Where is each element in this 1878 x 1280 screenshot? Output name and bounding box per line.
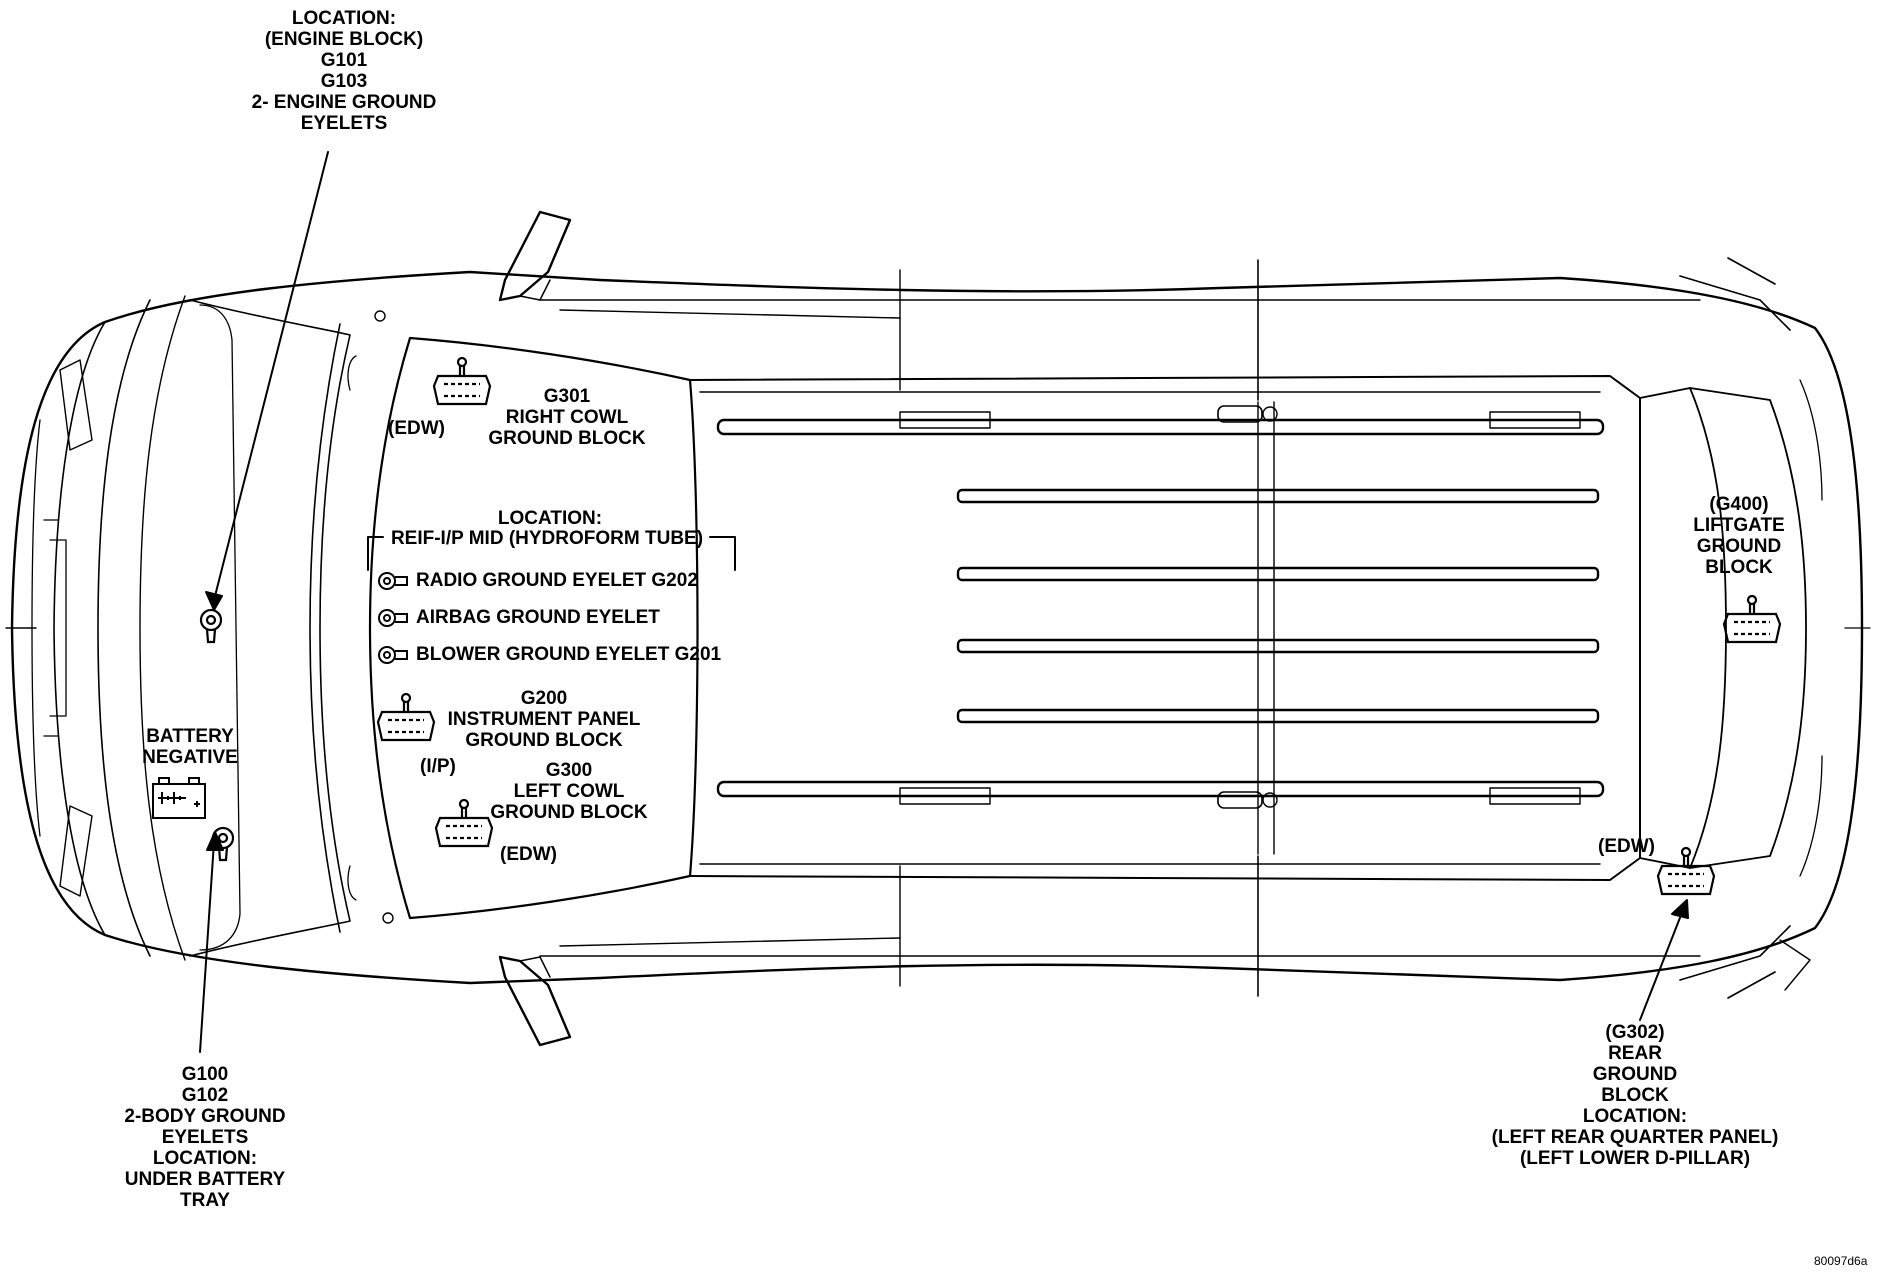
rear-ground-line: LOCATION: (1582, 1106, 1688, 1127)
liftgate-label: (G400) LIFTGATE GROUND BLOCK (1684, 494, 1794, 578)
body-ground-line: 2-BODY GROUND (124, 1106, 286, 1127)
rear-ground-block-icon (1656, 846, 1716, 896)
battery-line: NEGATIVE (142, 747, 238, 768)
liftgate-line: (G400) (1709, 494, 1769, 515)
vehicle-body-outline (5, 270, 1864, 985)
right-cowl-ground-block-icon (432, 356, 492, 406)
rear-ground-line: GROUND (1592, 1064, 1678, 1085)
blower-eyelet-label: BLOWER GROUND EYELET G201 (416, 644, 722, 665)
instrument-panel-code: G200 (520, 688, 568, 709)
blower-ground-eyelet-icon (378, 646, 408, 664)
engine-block-line: 2- ENGINE GROUND (251, 92, 437, 113)
engine-block-line: EYELETS (300, 113, 388, 134)
left-cowl-line: LEFT COWL (513, 781, 625, 802)
roof-and-doors (539, 259, 1701, 997)
instrument-panel-line: GROUND BLOCK (465, 730, 623, 751)
airbag-eyelet-label: AIRBAG GROUND EYELET (416, 607, 660, 628)
rear-ground-tag: (EDW) (1598, 836, 1655, 857)
ground-eyelet-icon (199, 608, 223, 644)
right-cowl-label: G301 RIGHT COWL GROUND BLOCK (482, 386, 652, 449)
engine-block-line: LOCATION: (291, 8, 397, 29)
rear-ground-line: BLOCK (1601, 1085, 1669, 1106)
instrument-panel-tag: (I/P) (420, 756, 456, 777)
instrument-panel-label: G200 INSTRUMENT PANEL GROUND BLOCK (444, 688, 644, 751)
liftgate-line: LIFTGATE (1693, 515, 1785, 536)
right-cowl-code: G301 (543, 386, 591, 407)
body-ground-line: G100 (181, 1064, 229, 1085)
rear-ground-line: (LEFT REAR QUARTER PANEL) (1491, 1127, 1779, 1148)
rear-ground-line: (G302) (1605, 1022, 1665, 1043)
left-cowl-ground-block-icon (434, 798, 494, 848)
ip-mid-title: REIF-I/P MID (HYDROFORM TUBE) (390, 528, 704, 549)
body-ground-line: EYELETS (161, 1127, 249, 1148)
body-fasteners (374, 310, 394, 924)
right-cowl-line: RIGHT COWL (505, 407, 629, 428)
engine-block-line: G103 (320, 71, 368, 92)
radio-ground-eyelet-icon (378, 572, 408, 590)
ip-mid-location: LOCATION: (497, 508, 603, 529)
liftgate-ground-block-icon (1722, 594, 1782, 644)
radio-eyelet-label: RADIO GROUND EYELET G202 (416, 570, 698, 591)
battery-line: BATTERY (146, 726, 234, 747)
engine-block-line: (ENGINE BLOCK) (264, 29, 424, 50)
left-cowl-line: GROUND BLOCK (490, 802, 648, 823)
body-ground-line: UNDER BATTERY (124, 1169, 286, 1190)
engine-block-label: LOCATION: (ENGINE BLOCK) G101 G103 2- EN… (244, 8, 444, 134)
right-cowl-line: GROUND BLOCK (488, 428, 646, 449)
liftgate-line: GROUND (1696, 536, 1782, 557)
rear-ground-label: (G302) REAR GROUND BLOCK LOCATION: (LEFT… (1480, 1022, 1790, 1169)
airbag-ground-eyelet-icon (378, 609, 408, 627)
body-ground-line: LOCATION: (152, 1148, 258, 1169)
left-cowl-code: G300 (545, 760, 593, 781)
liftgate-line: BLOCK (1705, 557, 1773, 578)
leader-lines (199, 151, 1689, 1053)
battery-icon (152, 777, 206, 819)
left-cowl-tag: (EDW) (500, 844, 557, 865)
side-mirrors (498, 210, 572, 1047)
body-ground-line: G102 (181, 1085, 229, 1106)
right-cowl-tag: (EDW) (388, 418, 445, 439)
body-ground-label: G100 G102 2-BODY GROUND EYELETS LOCATION… (110, 1064, 300, 1211)
figure-id: 80097d6a (1814, 1254, 1868, 1268)
windshield (309, 323, 699, 933)
body-ground-line: TRAY (180, 1190, 230, 1211)
engine-block-line: G101 (320, 50, 368, 71)
left-cowl-label: G300 LEFT COWL GROUND BLOCK (484, 760, 654, 823)
rear-ground-line: (LEFT LOWER D-PILLAR) (1519, 1148, 1751, 1169)
instrument-panel-ground-block-icon (376, 692, 436, 742)
battery-label: BATTERY NEGATIVE (130, 726, 250, 768)
rear-ground-line: REAR (1608, 1043, 1662, 1064)
ground-eyelet-icon (211, 826, 235, 862)
instrument-panel-line: INSTRUMENT PANEL (447, 709, 641, 730)
